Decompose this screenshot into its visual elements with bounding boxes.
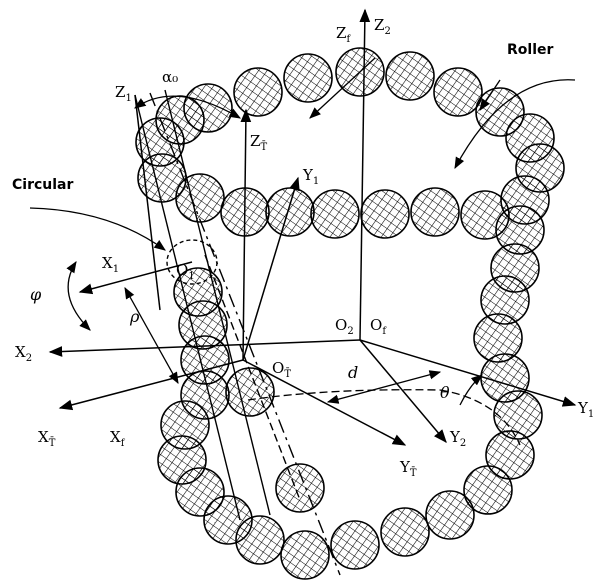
x1-label: X1 — [102, 254, 119, 275]
diagram-labels: Roller Circular α₀ φ ρ d θ O1 O2 Of OT̄ … — [12, 16, 594, 479]
roller-ball — [433, 67, 483, 117]
x2-label: X2 — [15, 343, 32, 364]
roller-ball — [425, 490, 475, 540]
roller-ball — [360, 189, 410, 239]
y1-upper-label: Y1 — [302, 166, 319, 187]
y2-axis — [359, 339, 447, 444]
y1-upper-axis — [242, 176, 300, 361]
o1-label: O1 — [176, 261, 195, 282]
theta-label: θ — [440, 383, 450, 402]
z1-label: Z1 — [115, 83, 132, 104]
z2-axis — [359, 8, 371, 341]
theta-dashed-arc — [439, 389, 521, 446]
roller-ball — [280, 530, 330, 580]
roller-ball — [385, 51, 435, 101]
x1-axis — [78, 261, 193, 295]
tube-edge-left — [134, 94, 241, 521]
roller-leader-1 — [309, 57, 376, 119]
d-label: d — [348, 363, 358, 382]
y1-lower-label: Y1 — [577, 399, 594, 420]
roller-ball — [330, 520, 380, 570]
roller-ball — [265, 187, 315, 237]
roller-ball — [155, 95, 205, 145]
ot-label: OT̄ — [272, 359, 291, 380]
yt-label: YT̄ — [399, 458, 417, 479]
tube-edge-right — [164, 89, 271, 516]
circular-label: Circular — [12, 177, 73, 193]
z1-axis — [134, 94, 161, 311]
roller-ball — [233, 67, 283, 117]
zf-label: Zf — [336, 24, 351, 45]
of-label: Of — [370, 316, 387, 337]
roller-leader-2 — [454, 79, 576, 170]
dimension-marks — [29, 57, 576, 446]
alpha0-label: α₀ — [162, 68, 178, 86]
roller-ball — [463, 465, 513, 515]
zt-axis — [240, 108, 252, 361]
rho-dimension — [124, 286, 179, 385]
roller-ball — [283, 53, 333, 103]
phi-arc — [66, 261, 91, 331]
circular-section — [166, 239, 218, 285]
rho-label: ρ — [129, 307, 140, 326]
alpha0-arc — [134, 95, 242, 119]
y1-lower-axis — [359, 339, 577, 407]
theta-arc — [459, 374, 483, 406]
phi-label: φ — [30, 285, 42, 304]
roller-ball — [410, 187, 460, 237]
roller-ball — [275, 463, 325, 513]
roller-ball — [225, 367, 275, 417]
coordinate-axes — [48, 8, 577, 446]
tube-hidden-edge — [204, 254, 301, 501]
tube-centerline — [149, 92, 341, 576]
y2-label: Y2 — [449, 428, 466, 449]
circular-leader — [29, 207, 166, 251]
roller-leader-3 — [479, 79, 501, 111]
yt-axis — [242, 359, 407, 446]
circular-path-lines — [134, 89, 341, 576]
roller-label: Roller — [507, 42, 553, 58]
xf-label: Xf — [110, 428, 126, 449]
zt-label: ZT̄ — [250, 132, 267, 153]
roller-chain — [135, 47, 565, 580]
d-dashed-path — [247, 389, 441, 401]
roller-ball — [380, 507, 430, 557]
x2-axis — [48, 339, 361, 357]
z2-label: Z2 — [374, 16, 391, 37]
roller-ball — [310, 189, 360, 239]
xt-label: XT̄ — [38, 428, 56, 449]
o2-label: O2 — [335, 316, 354, 337]
d-dimension — [326, 370, 442, 404]
